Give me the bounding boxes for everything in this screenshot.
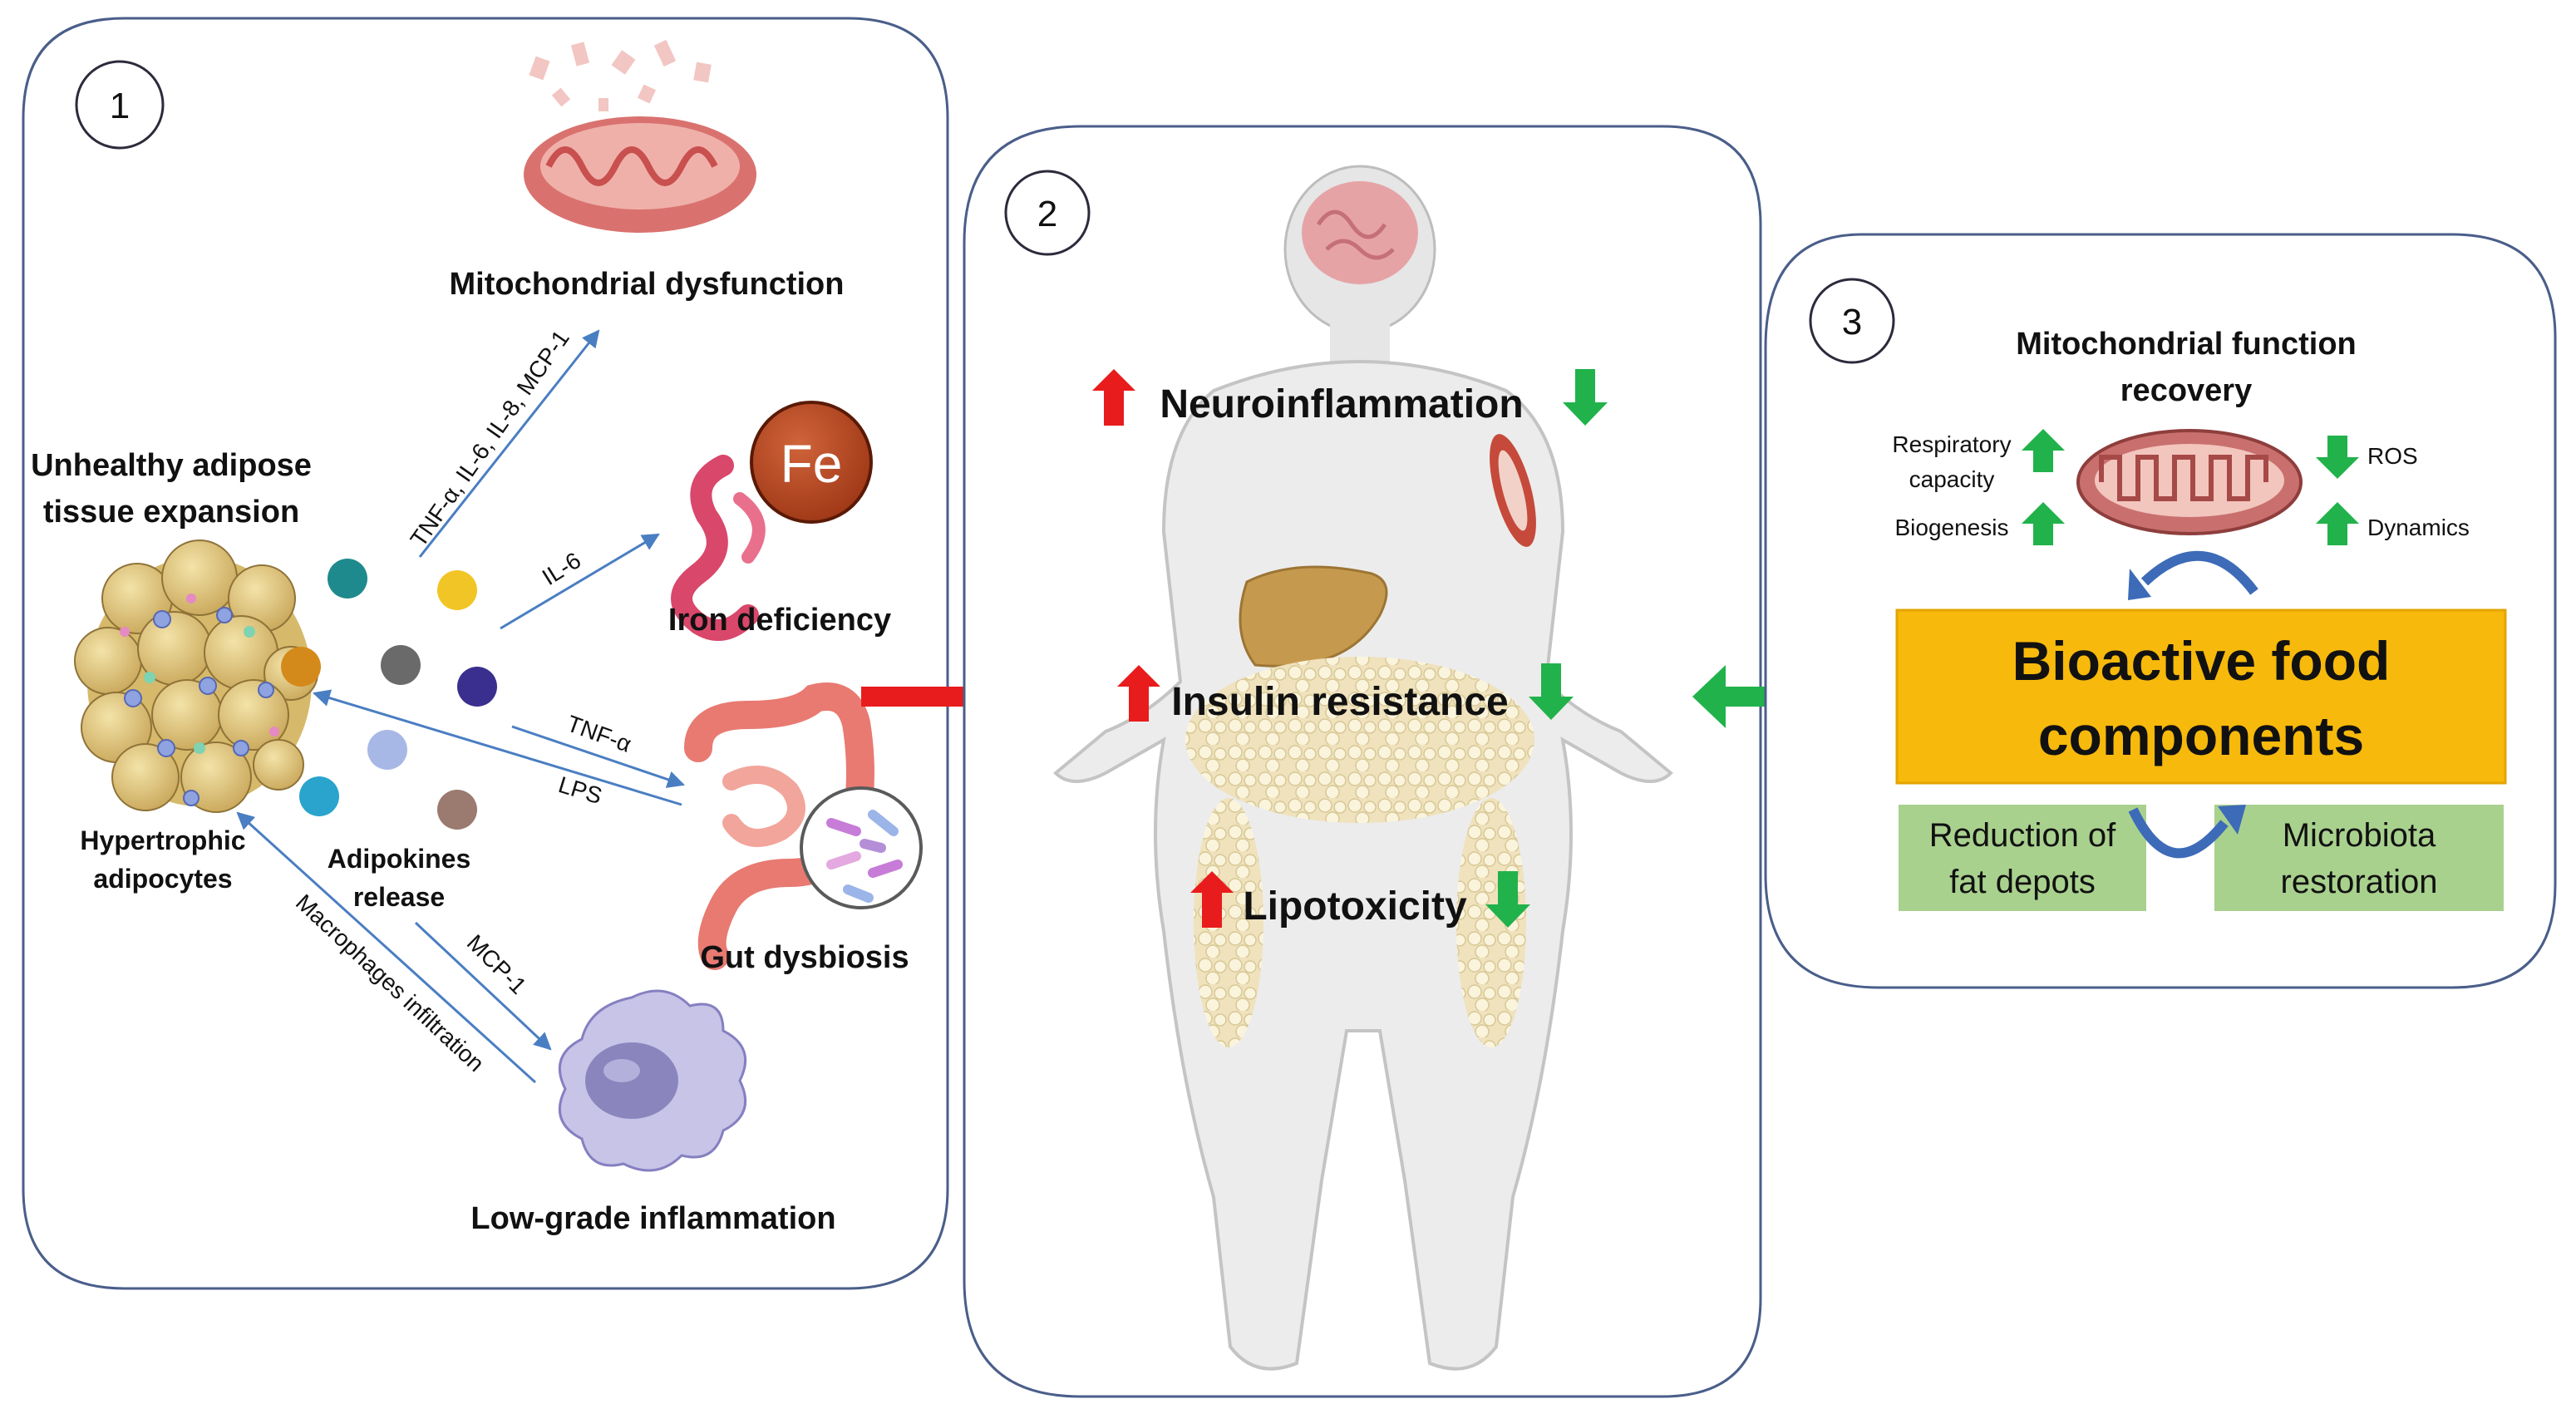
mitochondrion-dysfunction-illustration [524,39,756,233]
panel-2-number-circle [1004,170,1091,256]
arrow-to-mitochondria [418,329,600,558]
panel-1-number: 1 [110,86,130,126]
panel-2: 2 Neuroinflammation [963,125,1762,1398]
panel-1: 1 Unhealthy adipose tissue expansion Hyp… [22,17,949,1290]
microbiota-line1: Microbiota [2283,817,2436,854]
mitochondrial-dysfunction-label: Mitochondrial dysfunction [450,267,845,302]
iron-deficiency-illustration: Fe [671,401,873,641]
reduction-line1: Reduction of [1929,817,2116,854]
arrow-to-iron [500,533,660,630]
cycle-arrow-icon [2128,807,2229,859]
macrophage-illustration [558,989,747,1172]
gut-dysbiosis-label: Gut dysbiosis [700,940,909,975]
dynamics-label: Dynamics [2367,515,2470,540]
microbiota-line2: restoration [2281,864,2438,900]
up-arrow-icon [1092,369,1135,426]
down-arrow-icon [1529,663,1574,720]
lipotoxicity-label: Lipotoxicity [1243,884,1467,929]
up-arrow-icon [2316,502,2359,545]
healthy-mitochondrion-illustration [2076,429,2303,535]
up-arrow-icon [2022,502,2065,545]
reduction-line2: fat depots [1949,864,2096,900]
gut-dysbiosis-illustration [684,682,923,970]
iron-symbol: Fe [781,434,843,494]
adipocytes-label-line1: Hypertrophic [80,825,245,855]
down-arrow-icon [1485,871,1530,928]
adipocytes-label-line2: adipocytes [93,864,232,894]
panel-3-number-circle [1809,278,1895,364]
obese-body-illustration [1053,165,1673,1371]
respiratory-capacity-line1: Respiratory [1892,431,2011,457]
up-arrow-icon [2022,429,2065,472]
arrow-to-gut [511,725,685,788]
arrow-mcp-to-macrophage [414,921,552,1051]
arrow-macrophage-to-adipocytes [236,811,537,1084]
adipokines-label-line2: release [353,882,445,912]
iron-deficiency-label: Iron deficiency [668,603,891,638]
bioactive-title-line1: Bioactive food [2012,630,2391,692]
down-arrow-icon [1563,369,1608,426]
biogenesis-label: Biogenesis [1895,515,2009,540]
microbiota-box [2214,805,2504,911]
adipose-title-line2: tissue expansion [43,495,299,530]
effect-neuroinflammation: Neuroinflammation [1092,369,1608,426]
neuroinflammation-label: Neuroinflammation [1160,382,1523,426]
panel-3: 3 Mitochondrial function recovery Respir… [1764,233,2557,989]
cycle-arrow-icon [2140,550,2258,595]
effect-lipotoxicity: Lipotoxicity [1190,871,1530,929]
reduction-fat-box [1899,805,2146,911]
mito-recovery-title-line1: Mitochondrial function [2016,327,2357,362]
down-arrow-icon [2316,436,2359,479]
up-arrow-icon [1117,665,1160,722]
low-grade-inflammation-label: Low-grade inflammation [470,1201,835,1236]
adipokines-label-line1: Adipokines [328,844,470,874]
effect-insulin-resistance: Insulin resistance [1117,663,1574,724]
adipokine-spheres [281,559,497,830]
arrow-lps-to-adipocytes [312,689,682,806]
panel-3-number: 3 [1842,302,1862,342]
respiratory-capacity-line2: capacity [1909,466,1995,492]
ros-label: ROS [2367,443,2418,469]
insulin-resistance-label: Insulin resistance [1171,680,1509,724]
bioactive-food-box [1895,608,2507,785]
mito-recovery-title-line2: recovery [2120,373,2252,408]
panel-1-number-circle [75,60,165,150]
up-arrow-icon [1190,871,1234,928]
bioactive-title-line2: components [2038,705,2364,766]
panel-2-number: 2 [1037,194,1057,234]
adipose-title-line1: Unhealthy adipose [31,448,312,483]
